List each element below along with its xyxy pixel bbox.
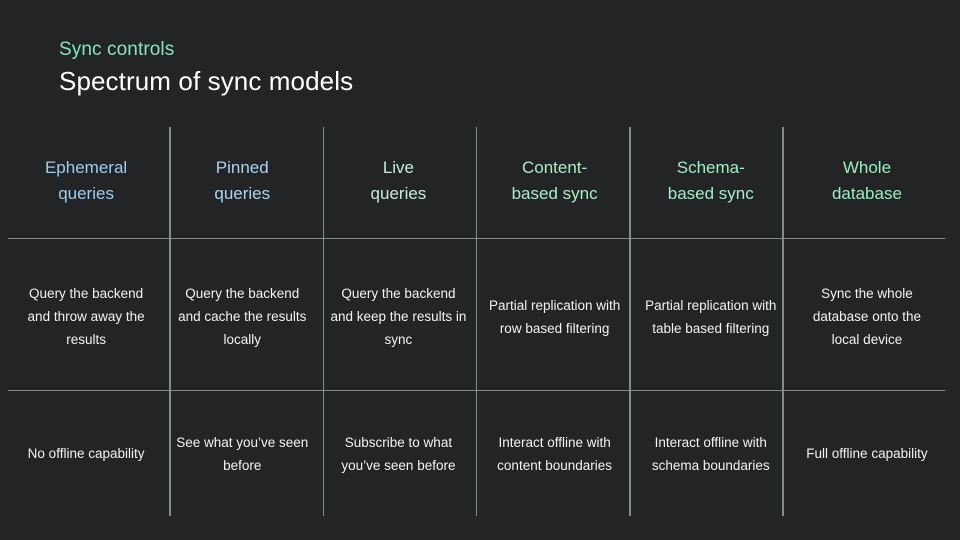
column-divider-4 <box>629 127 631 516</box>
cell-offline-content-based-sync: Interact offline with content boundaries <box>497 434 613 473</box>
cell-description-whole-database: Sync the whole database onto the local d… <box>812 286 921 347</box>
column-divider-1 <box>169 127 171 516</box>
cell-offline-pinned-queries: See what you’ve seen before <box>176 434 309 473</box>
cell-offline-ephemeral-queries: No offline capability <box>27 446 145 461</box>
column-header-pinned-queries: Pinned queries <box>164 127 320 238</box>
cell-description-schema-based-sync: Partial replication with table based fil… <box>645 297 777 336</box>
column-header-text: Whole database <box>831 158 902 203</box>
cell-offline-live-queries: Subscribe to what you’ve seen before <box>341 434 456 473</box>
column-header-text: Ephemeral queries <box>44 158 128 203</box>
column-header-live-queries: Live queries <box>320 127 476 238</box>
column-header-text: Schema- based sync <box>667 158 754 203</box>
cell-description-ephemeral-queries: Query the backend and throw away the res… <box>27 286 145 347</box>
table-header-row: Ephemeral queries Pinned queries Live qu… <box>8 127 945 238</box>
column-divider-2 <box>322 127 325 516</box>
column-header-text: Content- based sync <box>511 158 598 203</box>
cell-offline-schema-based-sync: Interact offline with schema boundaries <box>651 434 770 473</box>
column-header-text: Pinned queries <box>214 158 271 203</box>
column-divider-5 <box>782 127 784 516</box>
column-header-whole-database: Whole database <box>789 127 945 238</box>
column-header-ephemeral-queries: Ephemeral queries <box>8 127 164 238</box>
column-divider-3 <box>475 127 478 516</box>
slide-eyebrow: Sync controls <box>59 39 175 60</box>
cell-offline-whole-database: Full offline capability <box>806 446 928 461</box>
column-header-text: Live queries <box>370 158 427 203</box>
cell-description-live-queries: Query the backend and keep the results i… <box>330 286 467 347</box>
sync-models-table: Ephemeral queries Pinned queries Live qu… <box>8 127 945 516</box>
cell-description-content-based-sync: Partial replication with row based filte… <box>488 297 621 336</box>
table-row-description: Query the backend and throw away the res… <box>8 238 945 390</box>
slide-headline: Spectrum of sync models <box>59 66 354 96</box>
column-header-content-based-sync: Content- based sync <box>477 127 633 238</box>
cell-description-pinned-queries: Query the backend and cache the results … <box>178 286 307 347</box>
title-block: Sync controls Spectrum of sync models <box>59 38 759 98</box>
column-header-schema-based-sync: Schema- based sync <box>633 127 789 238</box>
